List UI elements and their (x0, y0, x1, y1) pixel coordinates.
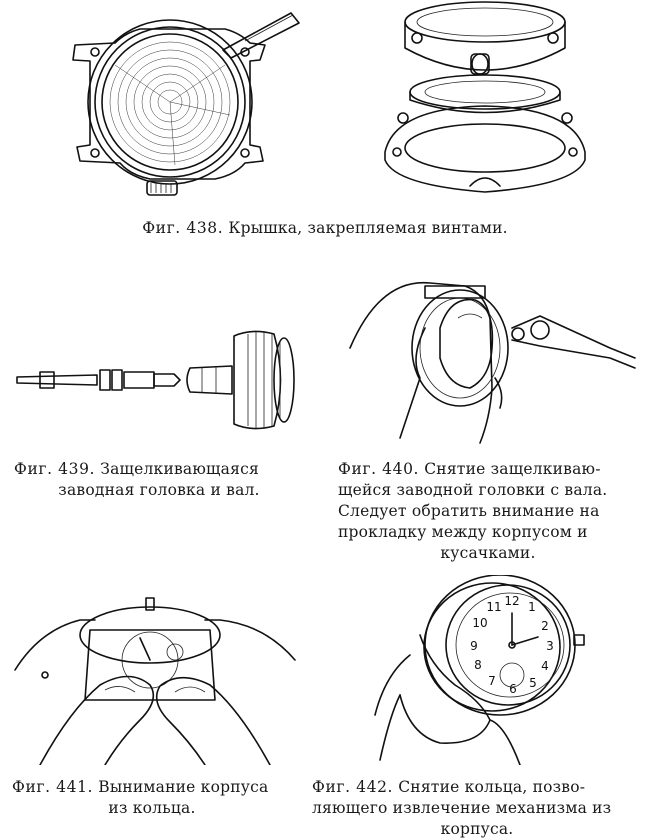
fig438-caption: Фиг. 438. Крышка, закрепляемая винтами. (0, 218, 650, 239)
fig442-ring-removal-illustration: 12 1 2 3 4 5 6 7 8 9 10 11 (370, 575, 620, 765)
dial-numeral: 1 (528, 600, 536, 614)
fig440-caption-line: Следует обратить внимание на (338, 502, 600, 520)
fig439-caption-line: Защелкивающаяся (100, 460, 259, 478)
fig440-removing-crown-illustration (340, 268, 640, 453)
dial-numeral: 11 (486, 600, 501, 614)
fig440-caption-line: кусачками. (440, 544, 536, 562)
fig440-caption-line: прокладку между корпусом и (338, 523, 588, 541)
dial-numeral: 3 (546, 639, 554, 653)
fig441-case-removal-illustration (10, 590, 300, 765)
dial-numeral: 12 (504, 594, 519, 608)
fig442-caption-line: корпуса. (440, 820, 514, 838)
fig438-case-back-illustration (55, 5, 315, 200)
dial-numeral: 10 (472, 616, 487, 630)
dial-numeral: 8 (474, 658, 482, 672)
fig440-label: Фиг. 440. (338, 460, 420, 478)
dial-numeral: 9 (470, 639, 478, 653)
fig438-label: Фиг. 438. (142, 219, 224, 237)
fig442-caption-line: ляющего извлечение механизма из (312, 799, 612, 817)
fig442-label: Фиг. 442. (312, 778, 394, 796)
fig441-caption: Фиг. 441. Вынимание корпуса из кольца. (12, 777, 292, 819)
fig439-caption: Фиг. 439. Защелкивающаяся заводная голов… (14, 459, 304, 501)
dial-numeral: 5 (529, 676, 537, 690)
dial-numeral: 2 (541, 619, 549, 633)
fig441-caption-line: Вынимание корпуса (98, 778, 269, 796)
fig440-caption: Фиг. 440. Снятие защелкиваю- щейся завод… (338, 459, 638, 564)
fig438-exploded-bezel-illustration (375, 0, 600, 205)
fig438-caption-text: Крышка, закрепляемая винтами. (228, 219, 508, 237)
fig442-caption-line: Снятие кольца, позво- (398, 778, 586, 796)
fig441-label: Фиг. 441. (12, 778, 94, 796)
fig442-caption: Фиг. 442. Снятие кольца, позво- ляющего … (312, 777, 642, 840)
dial-numeral: 7 (488, 674, 496, 688)
fig439-label: Фиг. 439. (14, 460, 96, 478)
fig440-caption-line: Снятие защелкиваю- (424, 460, 601, 478)
dial-numeral: 6 (509, 682, 517, 696)
fig439-crown-stem-illustration (12, 320, 302, 440)
dial-numeral: 4 (541, 659, 549, 673)
fig441-caption-line: из кольца. (108, 799, 196, 817)
fig439-caption-line: заводная головка и вал. (58, 481, 260, 499)
fig440-caption-line: щейся заводной головки с вала. (338, 481, 608, 499)
